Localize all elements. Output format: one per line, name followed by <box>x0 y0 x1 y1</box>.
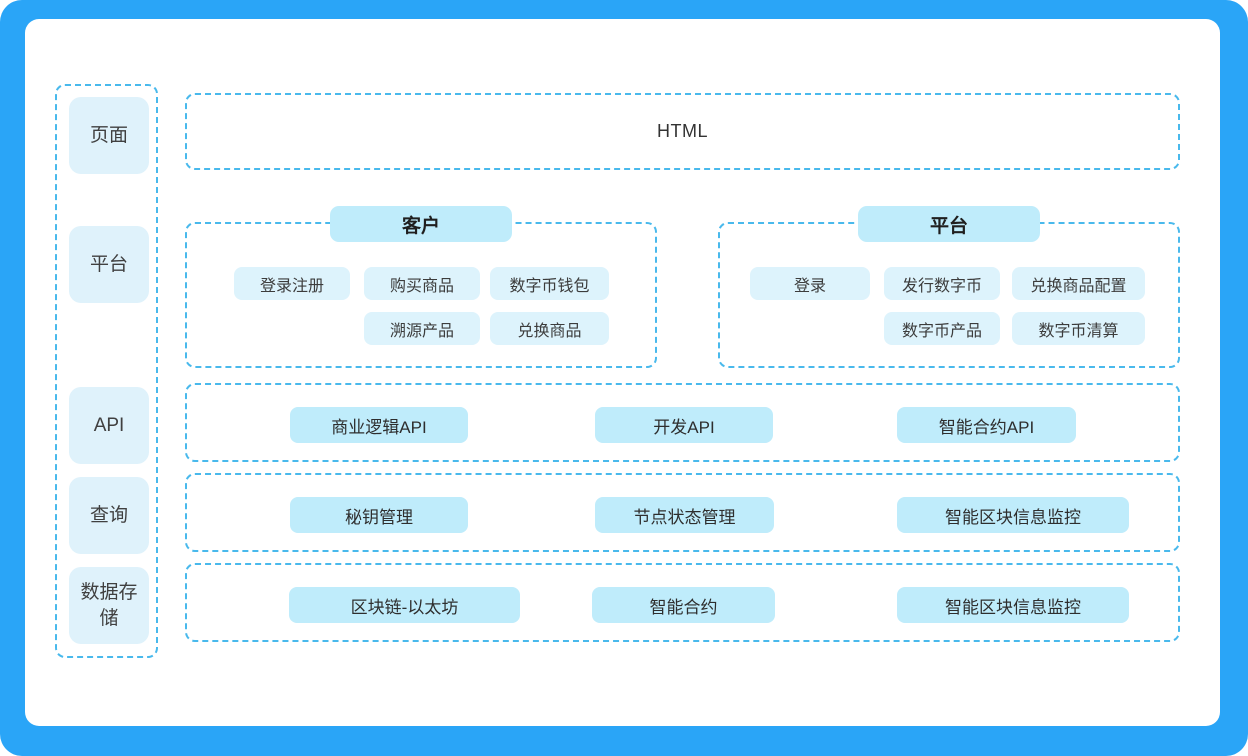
diagram-canvas: 页面 平台 API 查询 数据存储 HTML 客户 登录注册 购买商品 数字币钱… <box>25 19 1220 726</box>
node-business-logic-api: 商业逻辑API <box>290 407 468 443</box>
node-login-register: 登录注册 <box>234 267 350 300</box>
api-layer-box: 商业逻辑API 开发API 智能合约API <box>185 383 1180 462</box>
node-blockchain-ethereum: 区块链-以太坊 <box>289 587 520 623</box>
node-login: 登录 <box>750 267 870 300</box>
rail-item-platform: 平台 <box>69 226 149 303</box>
rail-item-storage: 数据存储 <box>69 567 149 644</box>
node-smart-contract: 智能合约 <box>592 587 775 623</box>
platform-group-box: 平台 登录 发行数字币 兑换商品配置 数字币产品 数字币清算 <box>718 206 1180 368</box>
node-smart-contract-api: 智能合约API <box>897 407 1076 443</box>
platform-group-title: 平台 <box>858 206 1040 242</box>
client-group-title: 客户 <box>330 206 512 242</box>
node-exchange-goods: 兑换商品 <box>490 312 609 345</box>
node-node-status: 节点状态管理 <box>595 497 774 533</box>
query-layer-box: 秘钥管理 节点状态管理 智能区块信息监控 <box>185 473 1180 552</box>
node-currency-product: 数字币产品 <box>884 312 1000 345</box>
rail-item-query: 查询 <box>69 477 149 554</box>
rail-item-page: 页面 <box>69 97 149 174</box>
html-layer-box: HTML <box>185 93 1180 170</box>
rail-item-api: API <box>69 387 149 464</box>
storage-layer-box: 区块链-以太坊 智能合约 智能区块信息监控 <box>185 563 1180 642</box>
node-block-info-monitor: 智能区块信息监控 <box>897 497 1129 533</box>
node-dev-api: 开发API <box>595 407 773 443</box>
client-group-box: 客户 登录注册 购买商品 数字币钱包 溯源产品 兑换商品 <box>185 206 657 368</box>
node-block-info-monitor-2: 智能区块信息监控 <box>897 587 1129 623</box>
layer-rail: 页面 平台 API 查询 数据存储 <box>55 84 158 658</box>
node-currency-clearing: 数字币清算 <box>1012 312 1145 345</box>
node-buy-goods: 购买商品 <box>364 267 480 300</box>
node-trace-product: 溯源产品 <box>364 312 480 345</box>
node-digital-wallet: 数字币钱包 <box>490 267 609 300</box>
node-exchange-config: 兑换商品配置 <box>1012 267 1145 300</box>
node-issue-currency: 发行数字币 <box>884 267 1000 300</box>
node-key-management: 秘钥管理 <box>290 497 468 533</box>
